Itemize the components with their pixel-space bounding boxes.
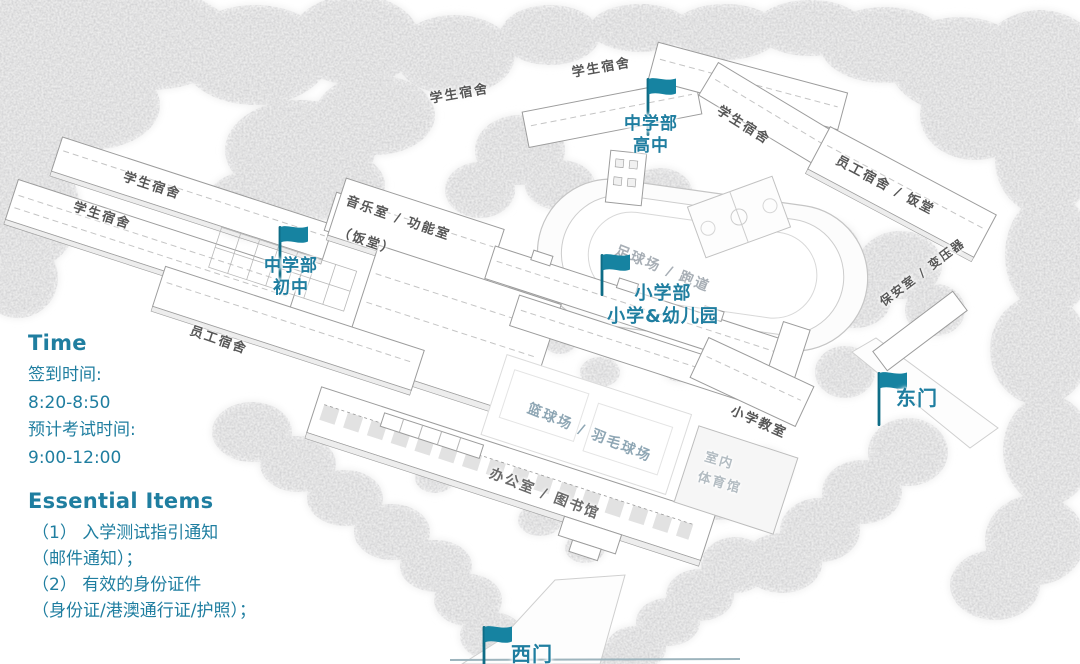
essential-item-1-note: （邮件通知）； bbox=[32, 549, 143, 569]
checkin-time-value: 8:20-8:50 bbox=[28, 392, 111, 413]
buildings-group bbox=[3, 41, 997, 567]
info-panel: Time 签到时间: 8:20-8:50 预计考试时间: 9:00-12:00 … bbox=[28, 331, 298, 624]
courts-group bbox=[480, 175, 792, 496]
essential-item-2-note: （身份证/港澳通行证/护照）； bbox=[32, 601, 256, 621]
exam-time-label: 预计考试时间: bbox=[28, 420, 136, 440]
checkin-time-label: 签到时间: bbox=[28, 365, 102, 385]
essential-item-1: （1） 入学测试指引通知 bbox=[32, 523, 219, 543]
time-heading: Time bbox=[28, 331, 87, 355]
exam-time-value: 9:00-12:00 bbox=[28, 447, 122, 468]
essential-item-2: （2） 有效的身份证件 bbox=[32, 575, 202, 595]
essential-items-heading: Essential Items bbox=[28, 489, 214, 513]
